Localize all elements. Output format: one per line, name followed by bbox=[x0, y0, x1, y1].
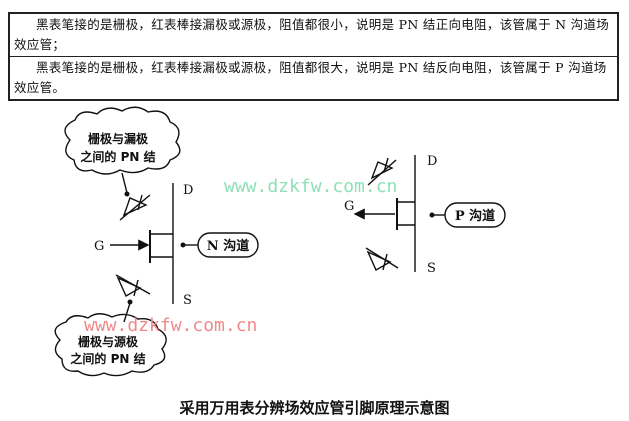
diode-icon-right-lower bbox=[365, 247, 399, 271]
cloud-top-line2: 之间的 PN 结 bbox=[80, 149, 155, 164]
figure-caption: 采用万用表分辨场效应管引脚原理示意图 bbox=[179, 399, 450, 417]
right-source-label: S bbox=[427, 261, 436, 276]
left-source-label: S bbox=[183, 293, 192, 308]
cloud-top bbox=[64, 106, 181, 175]
cloud-bottom bbox=[54, 313, 167, 377]
n-channel-label: N 沟道 bbox=[207, 238, 249, 254]
cloud-top-line1: 栅极与漏极 bbox=[88, 131, 149, 146]
info-table: 黑表笔接的是栅极，红表棒接漏极或源极，阻值都很小，说明是 PN 结正向电阻，该管… bbox=[8, 12, 619, 101]
left-gate-label: G bbox=[94, 239, 104, 254]
cloud-bottom-line2: 之间的 PN 结 bbox=[70, 351, 145, 366]
right-gate-label: G bbox=[344, 199, 354, 214]
diode-icon-lower bbox=[115, 274, 151, 297]
p-channel-label: P 沟道 bbox=[455, 208, 495, 224]
right-drain-label: D bbox=[427, 154, 437, 169]
diode-icon-upper bbox=[119, 194, 151, 221]
diode-icon-right-upper bbox=[367, 157, 397, 186]
watermark-green: www.dzkfw.com.cn bbox=[224, 176, 397, 197]
watermark-red: www.dzkfw.com.cn bbox=[84, 315, 257, 336]
table-row-p-channel: 黑表笔接的是栅极，红表棒接漏极或源极，阻值都很大，说明是 PN 结反向电阻，该管… bbox=[10, 56, 617, 99]
table-row-n-channel: 黑表笔接的是栅极，红表棒接漏极或源极，阻值都很小，说明是 PN 结正向电阻，该管… bbox=[14, 17, 610, 52]
left-drain-label: D bbox=[183, 183, 193, 198]
cloud-bottom-line1: 栅极与源极 bbox=[78, 334, 139, 349]
